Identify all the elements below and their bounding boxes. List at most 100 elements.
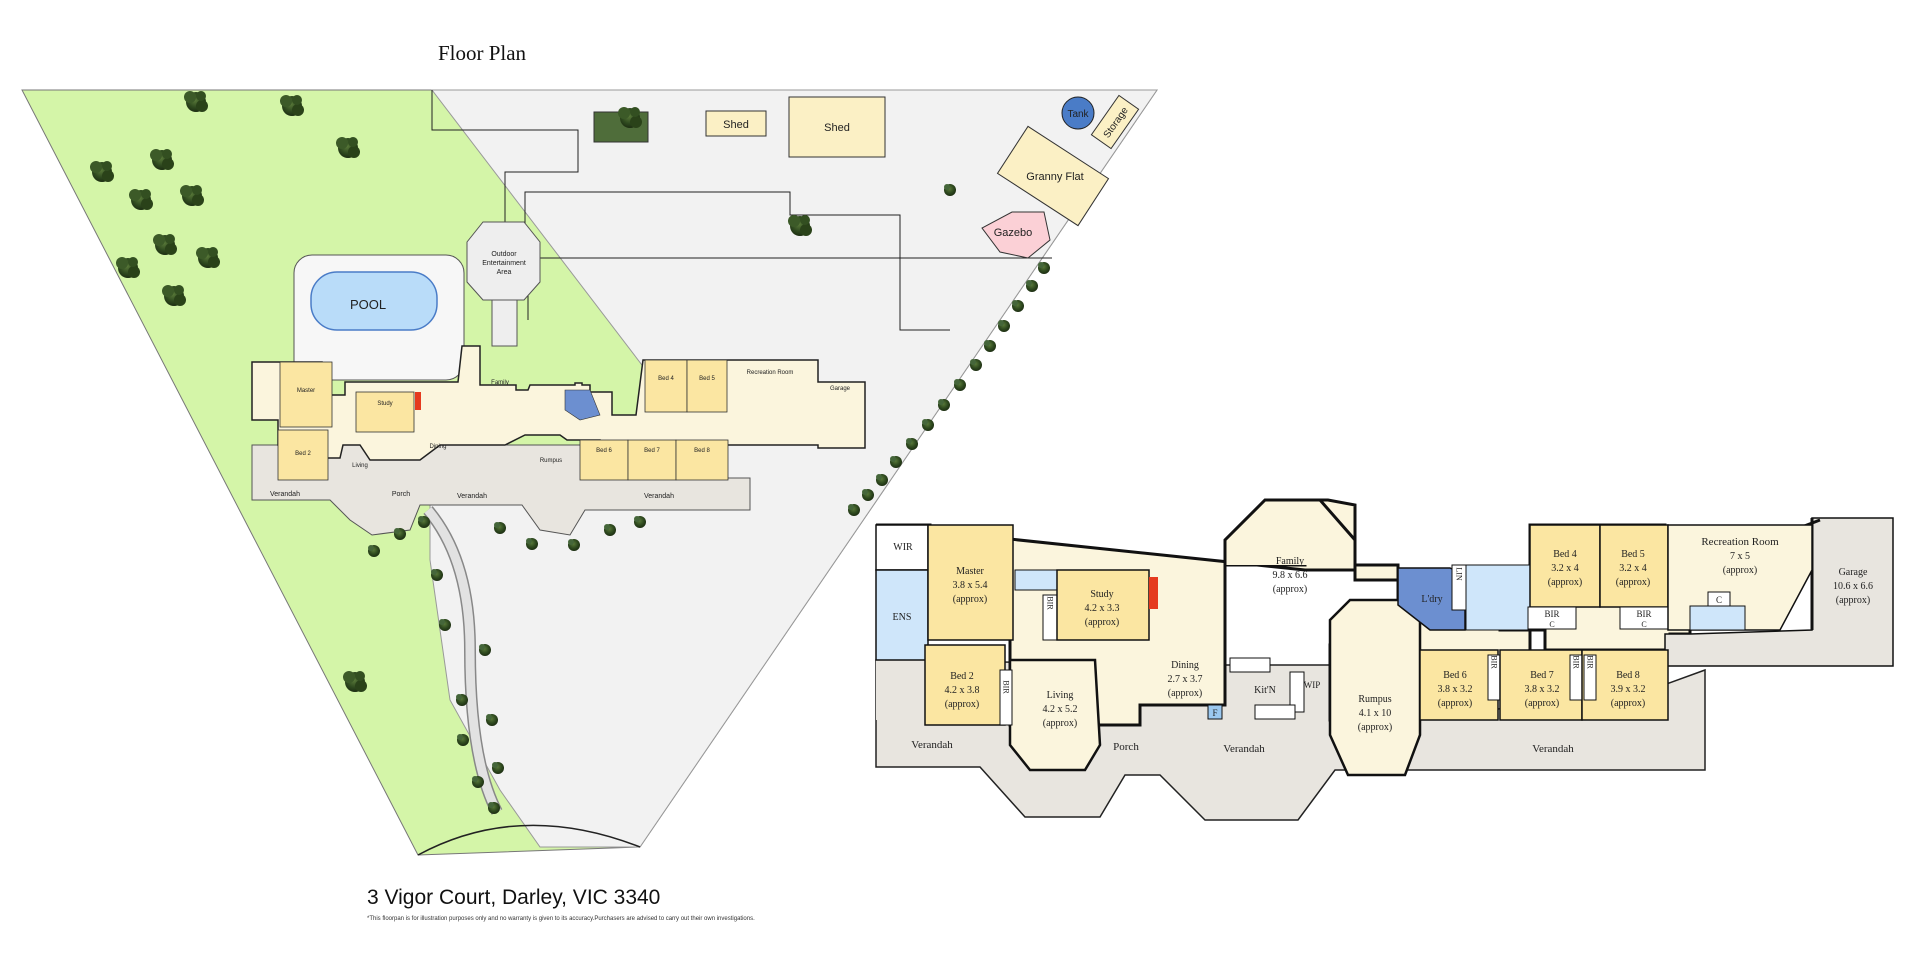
verandah-label-1: Verandah <box>911 739 953 751</box>
master-size: 3.8 x 5.4 <box>953 580 988 591</box>
mini-bed5-label: Bed 5 <box>699 376 715 382</box>
lin-label: LIN <box>1455 567 1464 581</box>
bed5-cupboard-label: C <box>1641 620 1646 629</box>
verandah-label-2: Verandah <box>1223 743 1265 755</box>
bed6-name: Bed 6 <box>1443 670 1467 681</box>
tank-label: Tank <box>1067 109 1089 120</box>
detailed-floor-plan: Garage 10.6 x 6.6 (approx) WIR ENS Maste… <box>875 498 1894 821</box>
living-room <box>1008 658 1102 772</box>
laundry <box>1397 567 1466 631</box>
gazebo-label: Gazebo <box>994 227 1033 239</box>
study <box>1056 569 1150 641</box>
bed6-size: 3.8 x 3.2 <box>1438 684 1473 695</box>
water-tank <box>1061 96 1095 130</box>
bed5-size: 3.2 x 4 <box>1619 563 1647 574</box>
bed2-name: Bed 2 <box>950 671 974 682</box>
mini-bed4-label: Bed 4 <box>658 376 674 382</box>
master-bedroom <box>927 524 1014 641</box>
master-name: Master <box>956 566 984 577</box>
bed-2 <box>924 644 1006 726</box>
porch-label: Porch <box>1113 741 1139 753</box>
bed6-bir-label: BIR <box>1490 655 1499 669</box>
rumpus-room <box>1328 598 1422 777</box>
mini-verandah-label-2: Verandah <box>457 493 487 500</box>
study-approx: (approx) <box>1085 617 1119 628</box>
house-footprint-small: Master Study Family Bed 2 Living Dining … <box>251 345 866 536</box>
bed8-bir-label: BIR <box>1586 655 1595 669</box>
bed4-bir-label: BIR <box>1544 609 1559 619</box>
bed2-approx: (approx) <box>945 699 979 710</box>
study-name: Study <box>1090 589 1113 600</box>
bed8-name: Bed 8 <box>1616 670 1640 681</box>
bed4-name: Bed 4 <box>1553 549 1577 560</box>
bed2-bir-label: BIR <box>1002 680 1011 694</box>
kitchen-label: Kit'N <box>1254 685 1276 696</box>
mini-garage-label: Garage <box>830 386 851 392</box>
dining-name: Dining <box>1171 660 1199 671</box>
bed5-name: Bed 5 <box>1621 549 1645 560</box>
outdoor-entertainment-area <box>466 221 541 301</box>
gazebo <box>981 211 1051 259</box>
pool <box>310 271 438 331</box>
site-plan: POOL Outdoor Entertainment Area Shed She… <box>21 89 1158 856</box>
family-room <box>1225 500 1355 565</box>
mini-bed7-label: Bed 7 <box>644 448 660 454</box>
shed-large-label: Shed <box>824 122 850 134</box>
rumpus-approx: (approx) <box>1358 722 1392 733</box>
study-bir-label: BIR <box>1046 596 1055 610</box>
mini-bed6-label: Bed 6 <box>596 448 612 454</box>
master-approx: (approx) <box>953 594 987 605</box>
bed8-approx: (approx) <box>1611 698 1645 709</box>
family-approx: (approx) <box>1273 584 1307 595</box>
verandah-label-3: Verandah <box>1532 743 1574 755</box>
laundry-label: L'dry <box>1421 594 1442 605</box>
mini-master-label: Master <box>297 388 315 394</box>
granny-flat-label: Granny Flat <box>1026 171 1083 183</box>
recreation-room <box>1667 524 1813 631</box>
living-approx: (approx) <box>1043 718 1077 729</box>
garage-approx: (approx) <box>1836 595 1870 606</box>
recreation-name: Recreation Room <box>1701 536 1779 548</box>
fridge-label: F <box>1212 708 1217 718</box>
outdoor-area-label-1: Outdoor <box>491 251 517 258</box>
family-size: 9.8 x 6.6 <box>1273 570 1308 581</box>
ens-label: ENS <box>893 612 912 623</box>
outdoor-area-label-2: Entertainment <box>482 260 526 267</box>
living-name: Living <box>1047 690 1074 701</box>
rumpus-size: 4.1 x 10 <box>1359 708 1392 719</box>
dining-size: 2.7 x 3.7 <box>1168 674 1203 685</box>
shed-small <box>705 110 767 137</box>
recreation-cupboard-label: C <box>1716 595 1722 605</box>
rumpus-name: Rumpus <box>1358 694 1391 705</box>
granny-flat <box>996 125 1110 227</box>
dining-approx: (approx) <box>1168 688 1202 699</box>
mini-study-label: Study <box>377 401 392 407</box>
bed6-approx: (approx) <box>1438 698 1472 709</box>
outdoor-area-label-3: Area <box>497 269 512 276</box>
property-address: 3 Vigor Court, Darley, VIC 3340 <box>367 886 660 909</box>
page-title: Floor Plan <box>438 41 527 65</box>
pool-label: POOL <box>350 297 386 312</box>
mini-porch-label: Porch <box>392 491 410 498</box>
garage-size: 10.6 x 6.6 <box>1833 581 1873 592</box>
study-size: 4.2 x 3.3 <box>1085 603 1120 614</box>
mini-family-label: Family <box>491 380 509 386</box>
storage <box>1090 94 1140 150</box>
mini-verandah-label-3: Verandah <box>644 493 674 500</box>
recreation-size: 7 x 5 <box>1730 551 1750 562</box>
bed7-size: 3.8 x 3.2 <box>1525 684 1560 695</box>
bed7-approx: (approx) <box>1525 698 1559 709</box>
mini-rumpus-label: Rumpus <box>540 458 562 464</box>
family-name: Family <box>1276 556 1304 567</box>
bed4-approx: (approx) <box>1548 577 1582 588</box>
bed4-cupboard-label: C <box>1549 620 1554 629</box>
shed-large <box>788 96 886 158</box>
garage-name: Garage <box>1839 567 1868 578</box>
bed4-size: 3.2 x 4 <box>1551 563 1579 574</box>
wip-label: WIP <box>1304 680 1321 690</box>
bed5-bir-label: BIR <box>1636 609 1651 619</box>
mini-living-label: Living <box>352 463 368 469</box>
bed7-name: Bed 7 <box>1530 670 1554 681</box>
disclaimer: *This floorpan is for illustration purpo… <box>367 916 755 922</box>
